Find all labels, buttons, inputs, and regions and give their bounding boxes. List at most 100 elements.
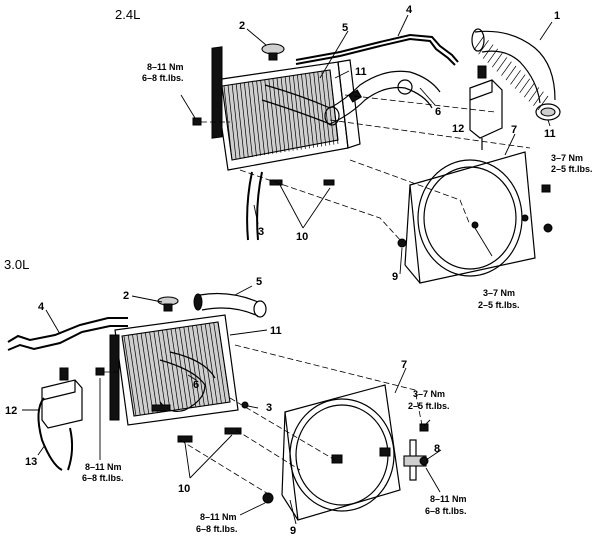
radiator-fin [478,40,489,55]
radiator-fin [192,325,205,406]
callout-2: 2 [239,20,245,32]
radiator-fin [213,322,227,403]
callout-9: 9 [392,271,398,283]
radiator-fin [313,72,323,147]
torque-specs-2-4l: 8–11 Nm 6–8 ft.lbs. 3–7 Nm 2–5 ft.lbs. 3… [142,62,593,310]
leader-lines-2-4l [180,14,553,275]
upper-hose-3-0l [193,292,267,318]
torque-left-nm: 8–11 Nm [85,462,122,472]
reserve-tank-2-4l [469,65,503,150]
fan-shroud-2-4l [404,151,536,284]
radiator-fin [537,95,549,111]
lower-hose-2-4l [246,171,263,241]
radiator-fin [223,85,233,161]
torque-specs-3-0l: 8–11 Nm 6–8 ft.lbs. 3–7 Nm 2–5 ft.lbs. 8… [82,389,467,534]
radiator-fin [505,65,517,81]
radiator-fin [187,326,201,407]
callout-10: 10 [178,483,190,495]
radiator-fin [533,91,544,106]
callout-3: 3 [258,226,264,238]
radiator-fin [256,81,265,156]
callout-3: 3 [266,402,272,414]
radiator-fin [209,323,222,404]
torque-left-ftlb: 6–8 ft.lbs. [142,73,184,83]
radiator-fin [217,321,231,403]
radiator-fin [248,82,257,157]
radiator-fin [519,78,530,94]
radiator-fin [149,332,162,413]
radiator-fin [179,327,192,408]
callout-7: 7 [401,359,407,371]
radiator-fin [239,83,249,158]
radiator-fin [235,84,245,159]
torque-right-nm: 3–7 Nm [413,389,445,399]
radiator-fin [482,44,494,59]
radiator-fin [260,80,270,155]
radiator-fin [166,329,180,410]
radiator-fin [227,85,237,160]
callout-2: 2 [123,290,129,302]
reserve-tank-3-0l [37,367,83,471]
radiator-fin [123,335,137,417]
callout-4: 4 [38,301,45,313]
radiator-fin [288,76,298,151]
callout-4: 4 [406,4,413,16]
leader-lines-3-0l [22,285,442,525]
radiator-fin [231,84,241,159]
callout-9: 9 [290,525,296,537]
radiator-fin [136,334,150,415]
radiator-fin [132,334,145,415]
radiator-fin [272,78,282,153]
radiator-fin [276,77,286,153]
overflow-hose-3-0l [7,317,128,343]
radiator-fin [301,74,310,149]
radiator-fin [321,71,331,146]
callout-11a: 11 [355,66,367,78]
radiator-3-0l [109,314,239,426]
callout-10: 10 [296,231,308,243]
torque-bottom-nm: 8–11 Nm [200,512,237,522]
callout-11: 11 [270,325,282,337]
fan-shroud-3-0l [281,384,401,521]
section-title-3-0l: 3.0L [4,257,29,272]
corrugated-hose-1 [471,28,561,121]
torque-bottom-ftlb: 6–8 ft.lbs. [196,524,238,534]
callout-5: 5 [256,276,262,288]
radiator-fin [292,75,302,150]
callout-8: 8 [434,443,440,455]
torque-left-nm: 8–11 Nm [147,62,184,72]
radiator-fin [268,79,278,154]
bolts-3-0l [95,367,429,504]
radiator-fin [510,70,521,85]
torque-bottom-ftlb: 2–5 ft.lbs. [478,300,520,310]
callout-7: 7 [511,124,517,136]
radiator-fin [496,57,508,72]
radiator-fin [473,35,485,51]
radiator-fin [162,330,175,411]
torque-left-ftlb: 6–8 ft.lbs. [82,473,124,483]
radiator-fin [528,87,540,102]
radiator-fin [487,48,498,64]
callout-12: 12 [5,405,17,417]
radiator-fin [317,71,327,146]
callout-6: 6 [193,379,199,391]
torque-right-ftlb: 2–5 ft.lbs. [551,164,593,174]
radiator-fin [145,332,158,413]
callout-5: 5 [342,22,348,34]
mounting-lines-2-4l [201,94,531,243]
radiator-2-4l [211,46,361,171]
radiator-fin [200,324,214,405]
callout-13: 13 [25,456,37,468]
bracket-3-0l [403,439,429,481]
radiator-fin [153,331,167,412]
radiator-fin [140,333,154,414]
radiator-cap-3-0l [157,296,179,312]
torque-right-ftlb: 2–5 ft.lbs. [408,401,450,411]
radiator-fin [264,79,274,154]
callout-12: 12 [452,123,464,135]
radiator-fin [170,328,184,410]
radiator-fin [524,82,535,98]
callouts-2-4l: 1 2 3 4 5 6 7 9 10 11 11 12 [239,4,560,283]
callouts-3-0l: 2 3 4 5 6 7 8 9 10 11 12 13 [5,276,440,537]
